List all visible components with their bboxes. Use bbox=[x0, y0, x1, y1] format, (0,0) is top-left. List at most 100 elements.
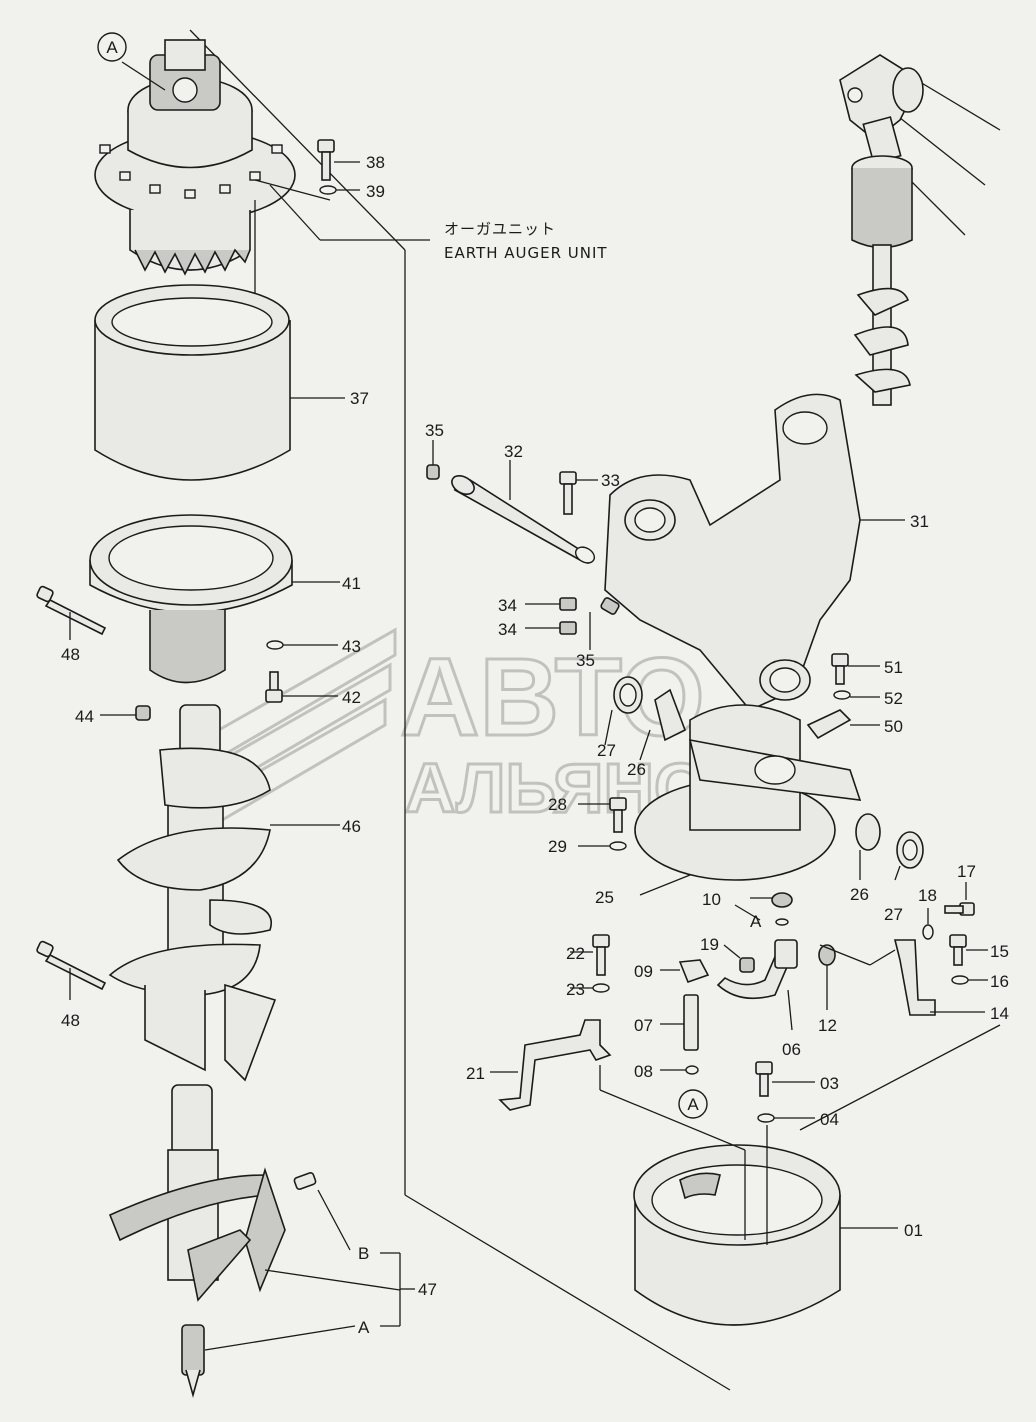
callout-42: 42 bbox=[342, 688, 361, 707]
callout-43: 43 bbox=[342, 637, 361, 656]
callout-31: 31 bbox=[910, 512, 929, 531]
callout-09: 09 bbox=[634, 962, 653, 981]
callout-28: 28 bbox=[548, 795, 567, 814]
callout-46: 46 bbox=[342, 817, 361, 836]
bushing-26-left bbox=[639, 688, 687, 761]
callout-29: 29 bbox=[548, 837, 567, 856]
washer-23 bbox=[570, 983, 610, 993]
callout-48-upper: 48 bbox=[61, 645, 80, 664]
callout-32: 32 bbox=[504, 442, 523, 461]
bolt-38 bbox=[317, 139, 360, 181]
callout-37: 37 bbox=[350, 389, 369, 408]
grease-nipple-35-upper bbox=[426, 440, 440, 480]
callout-19: 19 bbox=[700, 935, 719, 954]
bushing-26-right bbox=[855, 813, 881, 880]
washer-29 bbox=[578, 841, 627, 851]
callout-39: 39 bbox=[366, 182, 385, 201]
callout-14: 14 bbox=[990, 1004, 1009, 1023]
callout-04: 04 bbox=[820, 1110, 839, 1129]
oring-08 bbox=[660, 1065, 699, 1075]
elbow-09 bbox=[660, 959, 710, 984]
callout-08: 08 bbox=[634, 1062, 653, 1081]
bolt-17 bbox=[944, 882, 975, 916]
bolt-28 bbox=[578, 797, 627, 833]
callout-27-right: 27 bbox=[884, 905, 903, 924]
bolt-51 bbox=[831, 653, 880, 685]
callout-01: 01 bbox=[904, 1221, 923, 1240]
hose-06 bbox=[716, 939, 798, 1031]
ref-b-label: B bbox=[358, 1244, 369, 1263]
base-ring-01 bbox=[599, 1024, 1001, 1326]
callout-27-left: 27 bbox=[597, 741, 616, 760]
callout-12: 12 bbox=[818, 1016, 837, 1035]
bolt-03 bbox=[755, 1061, 815, 1097]
bolt-48-lower bbox=[36, 940, 107, 1000]
exploded-frame-lines bbox=[189, 29, 731, 1391]
earth-auger-gearbox bbox=[94, 39, 296, 276]
callout-44: 44 bbox=[75, 707, 94, 726]
watermark-logo: АВТО АЛЬЯНС bbox=[198, 627, 706, 833]
plate-50 bbox=[806, 709, 880, 740]
ref-a-label: A bbox=[106, 38, 118, 57]
flange-41 bbox=[89, 514, 340, 684]
callout-03: 03 bbox=[820, 1074, 839, 1093]
callout-38: 38 bbox=[366, 153, 385, 172]
callout-35-lower: 35 bbox=[576, 651, 595, 670]
unit-label-en: EARTH AUGER UNIT bbox=[444, 244, 608, 262]
callout-34-lower: 34 bbox=[498, 620, 517, 639]
callout-07: 07 bbox=[634, 1016, 653, 1035]
bolt-15 bbox=[949, 934, 988, 966]
callout-34-upper: 34 bbox=[498, 596, 517, 615]
callout-21: 21 bbox=[466, 1064, 485, 1083]
washer-39 bbox=[319, 185, 360, 195]
callout-51: 51 bbox=[884, 658, 903, 677]
pin-32 bbox=[451, 460, 596, 564]
unit-label-jp: オーガユニット bbox=[444, 220, 556, 238]
ref-a-label-bottom: A bbox=[687, 1095, 699, 1114]
pilot-bit-47 bbox=[108, 1084, 415, 1398]
bracket-14 bbox=[819, 939, 985, 1016]
callout-41: 41 bbox=[342, 574, 361, 593]
bolt-22 bbox=[570, 934, 610, 976]
callout-18: 18 bbox=[918, 886, 937, 905]
washer-52 bbox=[833, 690, 880, 700]
washer-04 bbox=[757, 1113, 815, 1123]
bushing-27-right bbox=[894, 831, 924, 881]
callout-16: 16 bbox=[990, 972, 1009, 991]
callout-26-right: 26 bbox=[850, 885, 869, 904]
nut-34 bbox=[525, 597, 577, 635]
ref-a-label-10: A bbox=[750, 912, 762, 931]
washer-16 bbox=[951, 975, 988, 985]
ref-a-circle-top: A bbox=[97, 32, 127, 62]
bolt-42 bbox=[265, 671, 338, 703]
bushing-27-left bbox=[604, 676, 643, 746]
ref-a-label-47: A bbox=[358, 1318, 370, 1337]
callout-33: 33 bbox=[601, 471, 620, 490]
plug-12 bbox=[818, 944, 836, 1010]
cap-10 bbox=[734, 892, 793, 926]
watermark-line-1: АВТО bbox=[400, 636, 705, 759]
grease-nipple-35-lower bbox=[589, 597, 620, 650]
callout-35-upper: 35 bbox=[425, 421, 444, 440]
washer-43 bbox=[266, 640, 338, 650]
callout-23: 23 bbox=[566, 980, 585, 999]
bolt-33 bbox=[559, 471, 598, 515]
callout-06: 06 bbox=[782, 1040, 801, 1059]
callout-10: 10 bbox=[702, 890, 721, 909]
housing-37 bbox=[94, 284, 345, 481]
callout-15: 15 bbox=[990, 942, 1009, 961]
adapter-07 bbox=[660, 994, 699, 1051]
callout-17: 17 bbox=[957, 862, 976, 881]
ref-a-circle-bottom: A bbox=[678, 1089, 708, 1119]
bracket-31 bbox=[604, 393, 905, 711]
callout-labels: 38 39 37 41 48 43 42 44 46 48 B 47 A 35 … bbox=[61, 153, 1009, 1337]
callout-50: 50 bbox=[884, 717, 903, 736]
fitting-19 bbox=[723, 944, 755, 973]
cap-44 bbox=[100, 705, 151, 721]
auger-screw-46 bbox=[108, 704, 340, 1082]
auger-thumbnail-illustration bbox=[839, 54, 1001, 406]
bolt-48-upper bbox=[36, 585, 107, 640]
callout-22: 22 bbox=[566, 944, 585, 963]
